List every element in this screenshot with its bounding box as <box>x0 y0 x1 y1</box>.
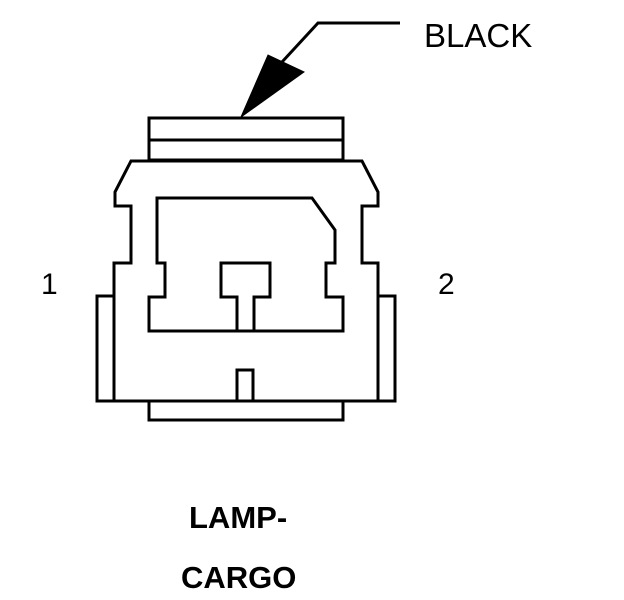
connector-housing <box>95 159 397 422</box>
color-callout: BLACK <box>239 17 532 119</box>
callout-color-label: BLACK <box>424 17 532 54</box>
pin-1-label: 1 <box>41 268 58 301</box>
connector-title-line-1: LAMP- <box>189 500 287 535</box>
connector-outline <box>95 116 397 422</box>
pin-2-label: 2 <box>438 268 455 301</box>
connector-title-line-2: CARGO <box>181 560 296 595</box>
callout-arrowhead <box>239 54 305 119</box>
connector-bottom-slot <box>235 368 255 403</box>
connector-center-key <box>219 261 272 331</box>
connector-inner-cavity <box>147 196 345 333</box>
callout-leader-line <box>280 21 400 64</box>
